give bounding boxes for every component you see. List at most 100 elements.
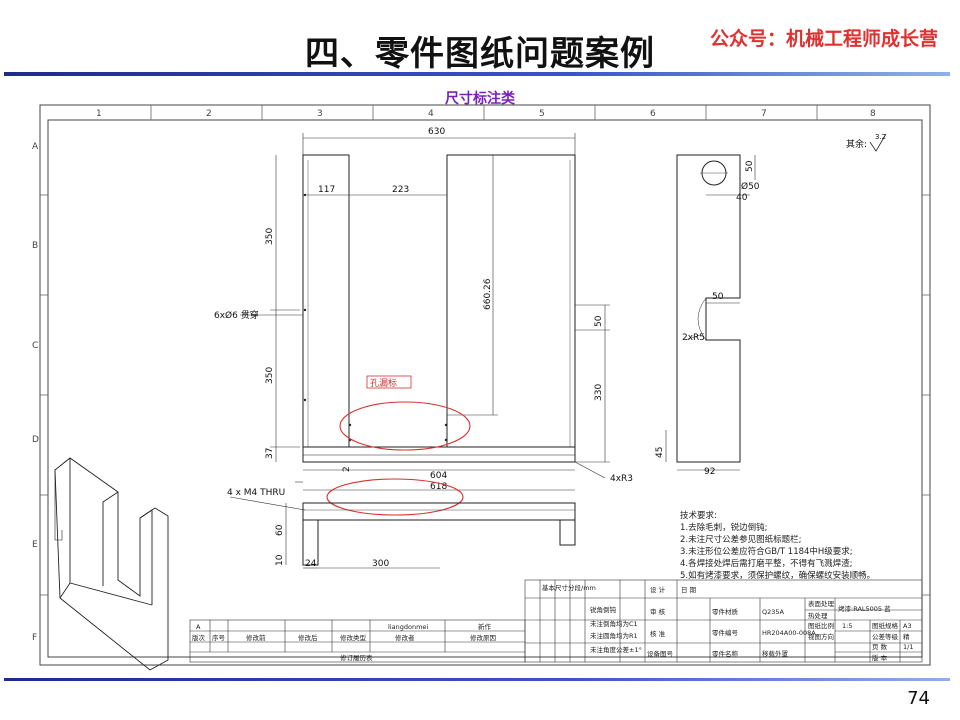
tech-heading: 技术要求: <box>680 510 717 521</box>
dim-604: 604 <box>430 471 447 481</box>
grid-column-ticks <box>150 105 818 120</box>
header-rule <box>4 72 950 76</box>
tb-surface-label: 表面处理 <box>808 599 835 608</box>
hole-callout: 6xØ6 贯穿 <box>214 309 259 321</box>
tb-scale-label: 图纸比例 <box>808 621 834 630</box>
dim-630: 630 <box>428 127 445 137</box>
side-dim-2xr5: 2xR5 <box>682 333 705 343</box>
tb-device: 设备图号 <box>647 649 674 658</box>
roughness-label: 其余: <box>846 138 867 150</box>
roughness-value: 3.2 <box>875 133 886 141</box>
rev-seq: 序号 <box>212 633 226 642</box>
row-label-c: C <box>32 341 38 351</box>
tb-date: 日 期 <box>681 586 697 594</box>
rev-table: 修订履历表 <box>340 653 373 662</box>
side-dim-50: 50 <box>745 160 755 172</box>
tb-view-label: 视图方向 <box>808 632 834 641</box>
rev-type: 修改类型 <box>340 633 367 642</box>
row-label-a: A <box>32 142 39 152</box>
col-label-3: 3 <box>317 109 323 119</box>
grid-row-ticks <box>40 194 930 596</box>
tech-line-5: 5.如有烤漆要求，须保护螺纹，确保螺纹安装顺畅。 <box>680 570 875 581</box>
rev-by: 修改者 <box>395 633 415 642</box>
tb-notes-1: 锐角倒钝 <box>590 605 617 614</box>
side-dim-dia50: Ø50 <box>741 181 760 192</box>
tb-pages: 1/1 <box>903 643 913 651</box>
col-label-6: 6 <box>650 109 656 119</box>
tb-number: HR204A00-008A <box>762 629 816 637</box>
roughness-symbol <box>869 133 887 152</box>
dim-60: 60 <box>275 524 285 536</box>
tb-tol-header: 基本尺寸分段/mm <box>542 583 596 592</box>
col-label-5: 5 <box>539 109 545 119</box>
rev-after: 修改后 <box>298 633 318 642</box>
tb-design: 设 计 <box>650 585 666 594</box>
tb-surface: 烤漆:RAL5005 蓝 <box>838 604 891 613</box>
tb-material-label: 零件材质 <box>712 607 739 616</box>
annotation-missing-hole: 孔漏标 <box>370 377 397 389</box>
rev-a: A <box>196 623 201 631</box>
tech-line-4: 4.各焊接处焊后需打磨平整，不得有飞溅焊渣; <box>680 558 852 569</box>
dim-350-lower: 350 <box>265 367 275 384</box>
side-dimensions <box>665 155 756 471</box>
rev-new: 新作 <box>478 622 492 631</box>
front-dimensions <box>240 133 610 491</box>
page-number: 74 <box>907 688 930 709</box>
dim-50-right: 50 <box>594 315 604 327</box>
tb-name: 移载外罩 <box>762 649 789 658</box>
bottom-view <box>302 502 576 566</box>
row-label-e: E <box>32 540 38 550</box>
section-subtitle: 尺寸标注类 <box>445 91 515 107</box>
tb-number-label: 零件编号 <box>712 628 739 637</box>
bottom-dimensions <box>229 496 440 569</box>
dim-37: 37 <box>265 448 275 459</box>
front-view <box>302 154 576 463</box>
tech-line-1: 1.去除毛刺，锐边倒钝; <box>680 522 767 533</box>
tb-notes-3: 未注圆角均为R1 <box>590 631 638 640</box>
tb-notes-4: 未注角度公差±1° <box>590 645 642 654</box>
dim-117: 117 <box>318 185 335 195</box>
side-dim-92: 92 <box>704 467 715 477</box>
dim-330: 330 <box>594 384 604 401</box>
tb-material: Q235A <box>762 608 785 616</box>
footer-rule <box>4 678 950 681</box>
dim-2: 2 <box>342 466 352 472</box>
col-label-1: 1 <box>96 109 102 119</box>
drawing-frame-outer <box>39 104 931 666</box>
dim-300: 300 <box>372 559 389 569</box>
tech-line-3: 3.未注形位公差应符合GB/T 1184中H级要求; <box>680 546 853 557</box>
tb-pages-label: 页 数 <box>872 642 888 651</box>
tb-size-label: 图纸规格 <box>872 621 899 630</box>
tb-notes-2: 未注倒角均为C1 <box>590 619 638 628</box>
dim-10: 10 <box>275 554 285 566</box>
col-label-8: 8 <box>870 109 876 119</box>
side-dim-40: 40 <box>736 193 748 203</box>
rev-user: liangdonmei <box>388 623 428 631</box>
rev-before: 修改前 <box>246 633 266 642</box>
tb-approve: 核 准 <box>650 629 666 638</box>
row-label-b: B <box>32 241 38 251</box>
tb-grade-label: 公差等级 <box>872 632 899 641</box>
dim-660-26: 660.26 <box>483 278 493 310</box>
isometric-view <box>54 457 169 671</box>
tb-name-label: 零件名称 <box>712 649 739 658</box>
tb-version-label: 版 本 <box>872 653 888 662</box>
side-view <box>676 154 741 463</box>
red-annotation <box>326 375 471 516</box>
tb-review: 审 核 <box>650 607 666 616</box>
dim-350-upper: 350 <box>265 228 275 245</box>
row-label-f: F <box>32 633 37 643</box>
title-block <box>524 579 923 663</box>
dim-4xr3: 4xR3 <box>610 474 633 484</box>
side-dim-50-slot: 50 <box>712 292 724 302</box>
tb-grade: 精 <box>903 632 910 641</box>
dim-618: 618 <box>430 482 447 492</box>
revision-table <box>189 619 526 663</box>
col-label-7: 7 <box>761 109 767 119</box>
col-label-4: 4 <box>428 109 434 119</box>
dim-223: 223 <box>392 185 409 195</box>
tb-heat-label: 热处理 <box>808 611 828 620</box>
row-label-d: D <box>32 435 39 445</box>
slide-title: 四、零件图纸问题案例 <box>305 34 655 74</box>
